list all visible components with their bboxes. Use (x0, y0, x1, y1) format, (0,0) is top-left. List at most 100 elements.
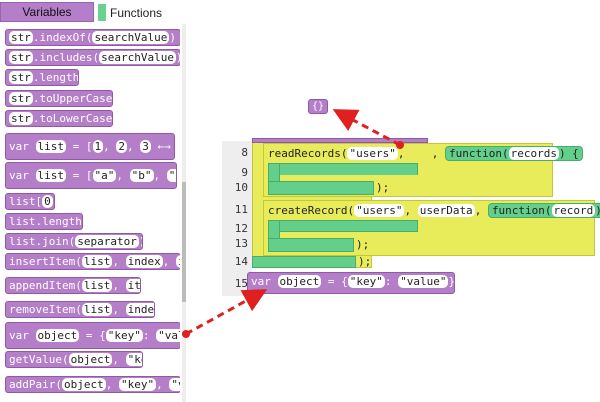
table-name-field[interactable]: "users" (354, 204, 405, 217)
create-record-callback-body[interactable] (268, 220, 418, 232)
method-label: . (32, 92, 40, 105)
key-field[interactable]: "key" (125, 353, 142, 366)
arrow-right-icon[interactable]: → (164, 140, 171, 153)
var-list-numbers-block[interactable]: var list = [1, 2, 3 ←→ (5, 133, 175, 160)
tab-variables[interactable]: Variables (0, 2, 94, 22)
string-variable-field[interactable]: str (9, 31, 33, 44)
method-label: . (32, 112, 40, 125)
list-field[interactable]: list (81, 303, 113, 316)
create-record-callback-end (268, 238, 354, 252)
method-label: toLowerCase() (39, 112, 113, 125)
var-object-palette-block[interactable]: var object = {"key": "valu (5, 322, 180, 349)
keyword-var: var (9, 329, 29, 342)
variable-name-field[interactable]: object (35, 329, 80, 342)
string-method-block[interactable]: str.indexOf(searchValue) (5, 29, 180, 46)
key-field[interactable]: "key" (118, 378, 157, 391)
argument-field[interactable]: searchValue (92, 31, 170, 44)
list-name-label: list (9, 195, 36, 208)
list-item-field[interactable]: 3 (140, 140, 151, 153)
var-object-workspace-block[interactable]: var object = {"key": "value"}; (247, 272, 462, 294)
list-join-block[interactable]: list.join(separator) (5, 233, 143, 250)
remove-item-label: removeItem( (9, 303, 82, 316)
method-label: . (32, 51, 40, 64)
line-number: 8 (241, 146, 248, 159)
add-pair-block[interactable]: addPair(object, "key", "va (5, 376, 180, 393)
append-item-block[interactable]: appendItem(list, item) (5, 277, 141, 294)
list-item-field[interactable]: "d" (166, 169, 176, 182)
get-value-label: getValue( (9, 353, 69, 366)
equals-sign: = (327, 275, 335, 288)
method-label: includes (39, 51, 93, 64)
keyword-var: var (251, 275, 271, 288)
list-name-label: list (9, 235, 36, 248)
variable-name-field[interactable]: object (277, 275, 322, 288)
palette-scrollbar-thumb[interactable] (182, 182, 186, 302)
equals-sign: = (72, 169, 80, 182)
variable-name-field[interactable]: list (35, 169, 66, 182)
param-field[interactable]: record (551, 204, 596, 217)
argument-field[interactable]: searchValue (99, 51, 176, 64)
list-index-block[interactable]: list[0] (5, 193, 55, 210)
comma: , (404, 204, 412, 217)
value-field[interactable]: "va (169, 378, 180, 391)
string-variable-field[interactable]: str (9, 92, 33, 105)
comma: , (431, 147, 439, 160)
drag-arrow-to-workspace (185, 289, 268, 336)
param-field[interactable]: records (508, 147, 559, 160)
list-field[interactable]: list (81, 255, 113, 268)
method-label: ) (176, 50, 180, 65)
object-literal-block[interactable]: {} (308, 99, 328, 114)
var-list-strings-block[interactable]: var list = ["a", "b", "d" (5, 162, 177, 189)
key-field[interactable]: "key" (347, 275, 385, 288)
toolbox-tabs: Variables Functions (0, 0, 600, 24)
index-field[interactable]: index (125, 303, 154, 316)
index-field[interactable]: index (125, 255, 163, 268)
index-field[interactable]: 0 (42, 195, 53, 208)
line-10-end: ); (376, 181, 390, 194)
string-method-block[interactable]: str.toLowerCase() (5, 110, 113, 127)
string-variable-field[interactable]: str (9, 112, 33, 125)
record-data-field[interactable]: userData (417, 204, 475, 217)
object-field[interactable]: object (68, 353, 113, 366)
list-item-field[interactable]: 2 (116, 140, 127, 153)
list-length-block[interactable]: list.length (5, 213, 83, 230)
insert-item-block[interactable]: insertItem(list, index, ite (5, 253, 180, 270)
string-method-block[interactable]: str.toUpperCase() (5, 90, 113, 107)
read-records-callback-body[interactable] (268, 163, 418, 175)
comma: , (474, 204, 482, 217)
line-number: 15 (234, 277, 248, 290)
key-field[interactable]: "key" (105, 329, 143, 342)
method-label: ( (92, 51, 100, 64)
method-label: . (32, 71, 40, 84)
list-item-field[interactable]: "b" (129, 169, 154, 182)
method-label: . (32, 31, 40, 44)
object-field[interactable]: object (61, 378, 106, 391)
comma: , (397, 147, 405, 160)
method-label: ( (85, 31, 93, 44)
function-keyword: function( (491, 204, 552, 217)
string-variable-field[interactable]: str (9, 51, 33, 64)
method-label: ) (169, 31, 176, 44)
variable-name-field[interactable]: list (35, 140, 66, 153)
item-field[interactable]: ite (175, 255, 180, 268)
tab-functions[interactable]: Functions (110, 6, 163, 20)
list-field[interactable]: list (81, 279, 113, 292)
separator-field[interactable]: separator (75, 235, 139, 248)
remove-item-block[interactable]: removeItem(list, index) (5, 301, 155, 318)
table-name-field[interactable]: "users" (347, 147, 398, 160)
read-records-callback-end (268, 181, 374, 195)
value-field[interactable]: "valu (156, 329, 180, 342)
value-field[interactable]: "value" (398, 275, 449, 288)
list-item-field[interactable]: 1 (92, 140, 104, 153)
get-value-block[interactable]: getValue(object, "key") (5, 351, 143, 368)
list-item-field[interactable]: "a" (92, 169, 117, 182)
arrow-left-icon[interactable]: ← (157, 140, 165, 153)
line-14-end: ); (358, 255, 372, 268)
string-variable-field[interactable]: str (9, 71, 33, 84)
function-keyword: function( (448, 147, 509, 160)
equals-sign: = (72, 140, 80, 153)
item-field[interactable]: item (125, 279, 140, 292)
string-method-block[interactable]: str.includes(searchValue) (5, 49, 180, 66)
string-method-block[interactable]: str.length (5, 69, 79, 86)
colon: : (142, 329, 150, 342)
